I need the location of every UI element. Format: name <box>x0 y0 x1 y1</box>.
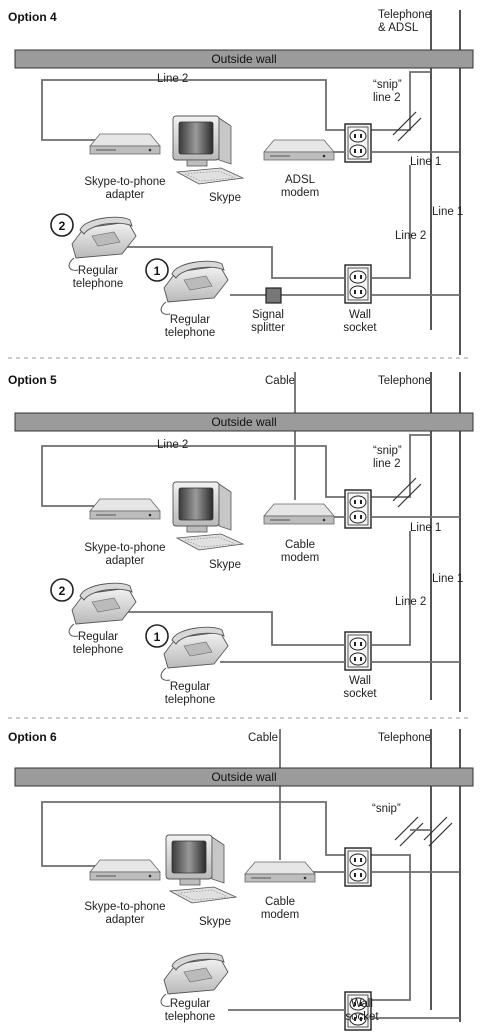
cable-label: Cable <box>248 732 278 744</box>
marker-2: 2 <box>59 584 66 598</box>
line-label-right1: Line 1 <box>432 206 463 218</box>
line-2-drop <box>371 434 431 498</box>
computer-icon <box>165 834 237 904</box>
marker-2-icon <box>50 213 74 237</box>
panel-option-6: Option 6 Cable Telephone Outside wall “s… <box>8 729 474 1031</box>
snip-label: “snip”line 2 <box>373 445 402 470</box>
telephone-1-icon <box>160 626 229 681</box>
outside-wall <box>14 767 474 787</box>
marker-1: 1 <box>154 264 161 278</box>
service-label: Telephone <box>378 375 431 387</box>
line-2-lower <box>372 165 411 279</box>
snip-mark-3 <box>423 816 448 841</box>
skype-adapter-device <box>89 133 161 155</box>
snip-mark-1 <box>392 477 417 502</box>
line-label-mid2: Line 2 <box>395 230 426 242</box>
option-title: Option 5 <box>8 373 57 387</box>
wall-socket-upper <box>344 847 372 887</box>
option-title: Option 6 <box>8 730 57 744</box>
snip-mark-2 <box>399 822 424 847</box>
outside-wall-label: Outside wall <box>211 770 276 784</box>
snip-label: “snip” <box>372 803 401 815</box>
service-label: Telephone& ADSL <box>378 9 431 34</box>
wall-socket-upper <box>344 489 372 529</box>
snip-mark-2 <box>397 117 422 142</box>
line-2-loop <box>41 445 345 507</box>
cable-modem-device <box>263 503 335 525</box>
wall-socket-upper <box>344 123 372 163</box>
line-label-right1: Line 1 <box>432 573 463 585</box>
marker-1-icon <box>145 624 169 648</box>
outside-wall-label: Outside wall <box>211 415 276 429</box>
telephone-2-icon <box>68 582 137 637</box>
phone2-wire <box>118 246 345 279</box>
snip-label: “snip”line 2 <box>373 79 402 104</box>
signal-splitter-icon <box>265 287 282 304</box>
panel-option-4: Option 4 Telephone& ADSL Outside wall Li… <box>8 9 474 355</box>
computer-label: Skype <box>209 559 241 571</box>
computer-label: Skype <box>199 916 231 928</box>
marker-1: 1 <box>154 630 161 644</box>
line-2-drop <box>371 71 431 131</box>
skype-adapter-device <box>89 859 161 881</box>
line-label-mid1: Line 1 <box>410 522 441 534</box>
line-label-top: Line 2 <box>157 439 188 451</box>
computer-icon <box>172 481 244 551</box>
snip-mark-4 <box>428 822 453 847</box>
telephone-1-icon <box>160 260 229 315</box>
line-label-top: Line 2 <box>157 73 188 85</box>
cable-label: Cable <box>265 375 295 387</box>
phone2-wire <box>118 611 345 646</box>
computer-icon <box>172 115 244 185</box>
line-2-loop <box>41 79 345 141</box>
marker-2: 2 <box>59 219 66 233</box>
telephone-2-icon <box>68 216 137 271</box>
marker-1-icon <box>145 258 169 282</box>
skype-adapter-device <box>89 498 161 520</box>
panel-option-5: Option 5 Cable Telephone Outside wall Li… <box>8 372 474 712</box>
adsl-modem-device <box>263 139 335 161</box>
outside-wall-label: Outside wall <box>211 52 276 66</box>
marker-2-icon <box>50 578 74 602</box>
option-title: Option 4 <box>8 10 57 24</box>
line-2-lower <box>372 531 411 646</box>
computer-label: Skype <box>209 192 241 204</box>
snip-mark-1 <box>394 816 419 841</box>
line-label-mid1: Line 1 <box>410 156 441 168</box>
adapter-loop <box>41 801 345 867</box>
outside-wall <box>14 412 474 432</box>
snip-mark-1 <box>392 111 417 136</box>
line-label-mid2: Line 2 <box>395 596 426 608</box>
wall-socket-lower <box>344 264 372 304</box>
line-drop <box>371 854 411 1001</box>
wall-socket-lower <box>344 631 372 671</box>
service-label: Telephone <box>378 732 431 744</box>
outside-wall <box>14 49 474 69</box>
snip-mark-2 <box>397 483 422 508</box>
cable-modem-device <box>244 861 316 883</box>
